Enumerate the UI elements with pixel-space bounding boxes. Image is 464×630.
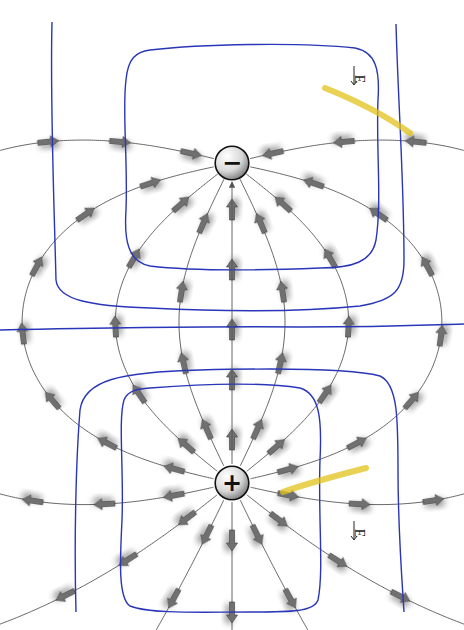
- gauss-surfaces: [0, 22, 464, 612]
- highlight-bottom: [283, 468, 366, 492]
- field-arrow: [401, 389, 423, 412]
- charge-outline: [215, 466, 249, 500]
- field-line: [0, 140, 214, 505]
- field-arrow: [162, 488, 185, 503]
- field-arrow: [273, 352, 288, 375]
- field-line: [240, 500, 464, 630]
- charge-sign: +: [222, 471, 242, 495]
- field-arrow: [94, 498, 116, 510]
- charge-sign: −: [222, 151, 242, 175]
- surface-bottom-outer: [75, 369, 404, 612]
- field-arrow: [345, 433, 369, 452]
- field-arrow: [95, 433, 119, 452]
- field-arrow: [197, 523, 216, 547]
- field-line: [250, 167, 442, 479]
- field-arrow: [164, 587, 184, 611]
- field-arrow: [53, 586, 77, 605]
- field-arrow: [170, 193, 193, 215]
- highlight-top: [325, 88, 410, 133]
- field-arrow: [417, 254, 437, 278]
- field-line: [115, 174, 217, 471]
- field-arrow: [265, 436, 288, 458]
- field-arrow: [41, 389, 63, 412]
- surface-bottom-inner: [120, 384, 320, 612]
- field-label: E: [351, 73, 367, 84]
- surface-top-inner: [125, 44, 379, 270]
- field-line: [247, 495, 464, 630]
- field-line: [0, 495, 217, 630]
- field-arrow: [333, 135, 355, 148]
- field-arrow: [275, 280, 289, 302]
- field-arrow: [281, 587, 301, 611]
- field-arrow: [27, 254, 47, 278]
- field-arrow: [405, 135, 427, 148]
- field-arrow: [116, 549, 140, 570]
- field-arrow: [174, 434, 197, 456]
- field-arrow: [197, 417, 216, 441]
- field-arrow: [326, 551, 350, 572]
- field-arrow: [109, 316, 121, 338]
- field-arrow: [227, 530, 238, 551]
- field-arrow: [180, 146, 203, 161]
- field-arrow: [109, 135, 131, 148]
- field-arrow: [163, 461, 186, 477]
- field-arrow: [315, 382, 336, 406]
- field-line: [246, 174, 348, 471]
- charge-circle: +: [214, 465, 250, 501]
- field-arrow: [124, 246, 144, 270]
- charge-circle: −: [214, 145, 250, 181]
- charge-outline: [215, 146, 249, 180]
- field-line-connector: [232, 182, 233, 464]
- field-arrow: [434, 324, 448, 346]
- field-arrow: [128, 382, 149, 406]
- field-arrow: [320, 246, 340, 270]
- field-arrow: [174, 280, 188, 302]
- field-arrow: [251, 211, 269, 235]
- field-arrows: [16, 135, 448, 623]
- field-arrow: [267, 509, 290, 530]
- field-arrow: [422, 493, 444, 507]
- field-arrow: [389, 587, 413, 606]
- field-arrow: [248, 523, 267, 547]
- field-line: [240, 178, 285, 465]
- field-line: [22, 167, 214, 479]
- field-arrow: [139, 175, 162, 192]
- field-arrow: [194, 211, 212, 235]
- field-line: [179, 178, 224, 465]
- field-arrow: [37, 135, 59, 148]
- field-arrow: [349, 498, 371, 510]
- field-arrow: [271, 193, 294, 215]
- field-arrow: [21, 494, 43, 508]
- field-arrow: [276, 461, 299, 477]
- field-arrow: [302, 175, 325, 192]
- surface-top-outer: [51, 22, 404, 311]
- field-line: [250, 140, 464, 505]
- field-lines: [0, 140, 464, 630]
- field-label: E: [351, 527, 367, 538]
- field-arrow: [261, 146, 284, 161]
- field-arrow: [16, 323, 29, 345]
- field-arrow: [175, 508, 198, 529]
- field-arrow: [248, 417, 267, 441]
- field-arrow: [74, 204, 98, 225]
